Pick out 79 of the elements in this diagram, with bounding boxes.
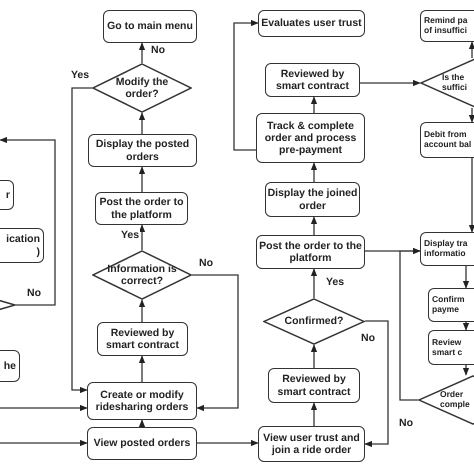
arrow <box>468 108 474 123</box>
arrow <box>0 404 88 412</box>
process-box <box>0 228 44 263</box>
arrow <box>310 268 318 298</box>
arrow <box>138 224 146 250</box>
node-text: Post the order to the platform <box>98 196 184 221</box>
arrow <box>0 136 56 306</box>
decision-diamond <box>92 250 192 300</box>
node-text: Is the suffici <box>442 73 468 93</box>
node-text: Evaluates user trust <box>261 17 362 30</box>
arrow <box>0 440 88 446</box>
process-box <box>258 10 365 37</box>
node-text: Create or modify ridesharing orders <box>94 388 190 414</box>
node-text: Remind pa of insuffici <box>424 16 468 36</box>
process-box <box>103 10 197 43</box>
arrow <box>364 320 389 448</box>
arrow <box>310 162 318 182</box>
arrow <box>138 166 146 192</box>
process-box <box>420 232 474 266</box>
node-text: Go to main menu <box>107 20 193 33</box>
arrow <box>138 419 146 428</box>
process-box <box>87 382 197 420</box>
node-text: Display tra informatio <box>424 239 468 259</box>
node-text: ication ) <box>5 233 40 258</box>
arrow <box>233 20 259 151</box>
arrow <box>192 274 239 412</box>
node-text: View posted orders <box>94 437 190 450</box>
node-text: View user trust and join a ride order <box>262 432 361 456</box>
node-text: Reviewed by smart contract <box>105 326 180 352</box>
arrow <box>138 355 146 382</box>
arrow <box>360 80 421 86</box>
process-box <box>265 182 360 217</box>
decision-diamond <box>418 375 474 425</box>
node-text: Reviewed by smart contract <box>275 68 350 92</box>
process-box <box>256 113 365 163</box>
process-box <box>97 322 188 356</box>
node-text: Display the posted orders <box>94 138 190 163</box>
arrow <box>197 440 259 446</box>
arrow <box>462 322 470 331</box>
process-box <box>420 122 474 158</box>
node-text: Information is correct? <box>106 262 178 288</box>
arrow <box>468 41 474 58</box>
node-text: Review smart c <box>432 338 464 358</box>
arrow <box>310 344 318 368</box>
arrow <box>310 96 318 113</box>
arrow <box>399 248 421 401</box>
node-text: r <box>6 188 10 202</box>
process-box <box>268 368 360 403</box>
process-box <box>258 426 365 462</box>
process-box <box>0 180 14 210</box>
process-box <box>0 350 20 382</box>
arrow <box>310 216 318 235</box>
node-text: Track & complete order and process pre-payment <box>264 120 358 156</box>
arrow <box>462 365 470 376</box>
arrow <box>462 266 470 289</box>
process-box <box>265 63 360 97</box>
arrow <box>138 42 146 63</box>
node-text: Debit from account bal <box>424 130 472 150</box>
node-text: Order comple <box>440 390 471 410</box>
process-box <box>428 330 474 365</box>
process-box <box>256 235 365 269</box>
node-text: Modify the order? <box>114 76 170 100</box>
decision-diamond <box>420 58 474 108</box>
node-text: Display the joined order <box>266 187 358 212</box>
node-text: Confirmed? <box>284 315 344 328</box>
arrow <box>138 299 146 322</box>
decision-diamond <box>92 63 192 113</box>
process-box <box>428 288 474 322</box>
arrow <box>310 402 318 426</box>
node-text: Reviewed by smart contract <box>276 373 352 398</box>
arrow <box>138 112 146 134</box>
process-box <box>87 427 197 460</box>
node-text: Confirm payme <box>432 295 466 315</box>
process-box <box>420 10 474 42</box>
node-text: he <box>4 360 16 372</box>
process-box <box>88 134 197 167</box>
arrow <box>71 87 92 394</box>
arrow <box>468 158 474 233</box>
node-text: Post the order to the platform <box>258 240 363 264</box>
